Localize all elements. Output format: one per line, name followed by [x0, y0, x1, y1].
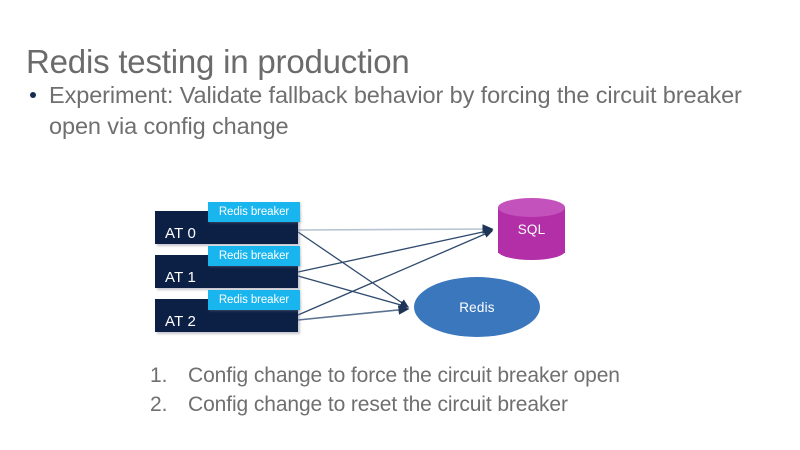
numbered-step-item: 1. Config change to force the circuit br… — [150, 362, 770, 391]
breaker-chip-at2[interactable]: Redis breaker — [208, 290, 300, 310]
step-number: 2. — [150, 392, 168, 416]
node-at2[interactable]: AT 2 Redis breaker — [155, 290, 300, 332]
numbered-step-item: 2. Config change to reset the circuit br… — [150, 391, 770, 420]
node-redis-label: Redis — [459, 299, 495, 315]
node-at0[interactable]: AT 0 Redis breaker — [155, 202, 300, 244]
step-number: 1. — [150, 364, 168, 387]
node-at0-label: AT 0 — [165, 225, 197, 242]
step-text: Config change to reset the circuit break… — [188, 392, 568, 416]
node-sql-database[interactable]: SQL — [498, 198, 565, 260]
node-at1[interactable]: AT 1 Redis breaker — [155, 246, 300, 288]
breaker-chip-at0[interactable]: Redis breaker — [208, 202, 300, 222]
edge-at0-sql — [297, 224, 494, 234]
bullet-list: Experiment: Validate fallback behavior b… — [24, 80, 776, 141]
node-sql-label: SQL — [517, 222, 546, 237]
edge-at1-sql — [297, 227, 494, 273]
bullet-dot-icon — [30, 92, 36, 98]
page-title: Redis testing in production — [26, 43, 410, 81]
connector-lines — [297, 224, 494, 321]
bullet-item-text: Experiment: Validate fallback behavior b… — [49, 82, 742, 139]
edge-at0-redis — [297, 231, 410, 308]
numbered-steps-list: 1. Config change to force the circuit br… — [150, 362, 770, 419]
node-at1-label: AT 1 — [165, 269, 197, 286]
node-redis-cache[interactable]: Redis — [414, 277, 540, 337]
breaker-chip-at2-label: Redis breaker — [218, 294, 290, 306]
breaker-chip-at0-label: Redis breaker — [218, 206, 290, 218]
breaker-chip-at1[interactable]: Redis breaker — [208, 246, 300, 266]
architecture-diagram: AT 0 Redis breaker AT 1 Redis breaker AT… — [0, 180, 800, 355]
step-text: Config change to force the circuit break… — [188, 364, 620, 387]
breaker-chip-at1-label: Redis breaker — [218, 250, 290, 262]
node-at2-label: AT 2 — [165, 313, 197, 330]
edge-at2-redis — [297, 305, 410, 321]
edge-at2-sql — [297, 230, 494, 316]
bullet-item: Experiment: Validate fallback behavior b… — [24, 80, 776, 141]
cylinder-top-shape — [498, 198, 565, 217]
